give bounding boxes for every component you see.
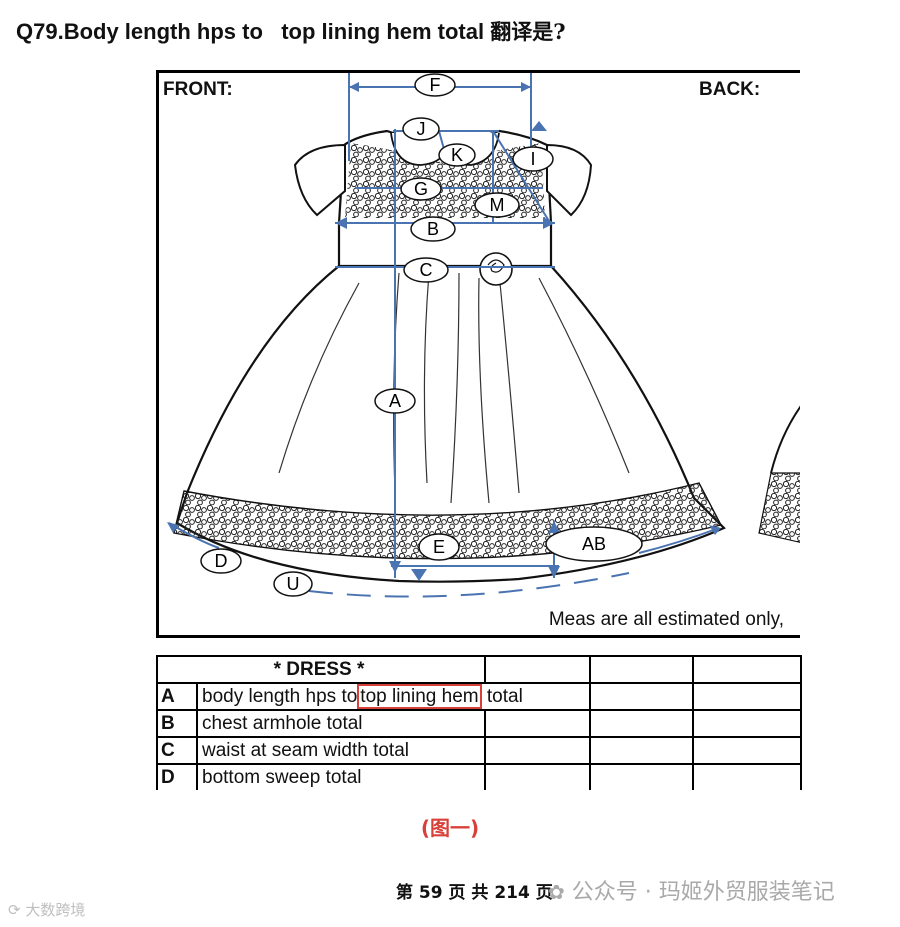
row-code: D <box>156 763 198 790</box>
dress-sketch: F J K I G M B C A E AB D U <box>167 73 800 598</box>
row-description: chest armhole total <box>196 709 486 738</box>
question-title: Q79.Body length hps to top lining hem to… <box>16 16 566 46</box>
page-number: 第 59 页 共 214 页 <box>396 883 553 903</box>
left-sleeve <box>293 143 346 217</box>
right-sleeve <box>546 143 593 217</box>
label-b: B <box>427 219 439 239</box>
highlight-box: top lining hem <box>357 683 482 709</box>
label-g: G <box>414 179 428 199</box>
table-header: * DRESS * <box>156 655 486 684</box>
back-label: BACK: <box>699 79 761 100</box>
label-i: I <box>530 149 535 169</box>
rose-ornament <box>479 252 513 286</box>
point-labels: F J K I G M B C A E AB D U <box>200 73 643 597</box>
watermark: ✿ 公众号 · 玛姬外贸服装笔记 <box>548 880 835 905</box>
back-view-fragment <box>770 405 800 474</box>
label-m: M <box>490 195 505 215</box>
measurement-note: Meas are all estimated only, <box>548 609 784 630</box>
label-d: D <box>215 551 228 571</box>
label-e: E <box>433 537 445 557</box>
label-c: C <box>420 260 433 280</box>
row-description: bottom sweep total <box>196 763 486 790</box>
front-label: FRONT: <box>163 79 233 100</box>
measurement-arrowheads <box>167 82 721 581</box>
question-text: Q79.Body length hps to top lining hem to… <box>16 19 491 44</box>
dress-sketch-figure: F J K I G M B C A E AB D U FRONT: BACK: … <box>156 70 800 638</box>
watermark-left: ⟳ 大数跨境 <box>8 901 86 919</box>
label-a: A <box>389 391 401 411</box>
row-description: waist at seam width total <box>196 736 486 765</box>
figure-caption: (图一) <box>420 816 480 840</box>
row-code: A <box>156 682 198 711</box>
label-f: F <box>430 75 441 95</box>
table-row: B chest armhole total <box>156 709 802 738</box>
row-code: C <box>156 736 198 765</box>
skirt-outline <box>175 264 726 583</box>
table-header-row: * DRESS * <box>156 655 802 684</box>
table-row: C waist at seam width total <box>156 736 802 765</box>
table-row: D bottom sweep total <box>156 763 802 790</box>
label-ab: AB <box>582 534 606 554</box>
label-u: U <box>287 574 300 594</box>
wechat-icon: ✿ <box>548 880 565 904</box>
question-cn: 翻译是? <box>490 19 566 44</box>
label-j: J <box>417 119 426 139</box>
brand-icon: ⟳ <box>8 901 21 919</box>
label-k: K <box>451 145 463 165</box>
row-code: B <box>156 709 198 738</box>
measurement-lines <box>168 73 720 598</box>
